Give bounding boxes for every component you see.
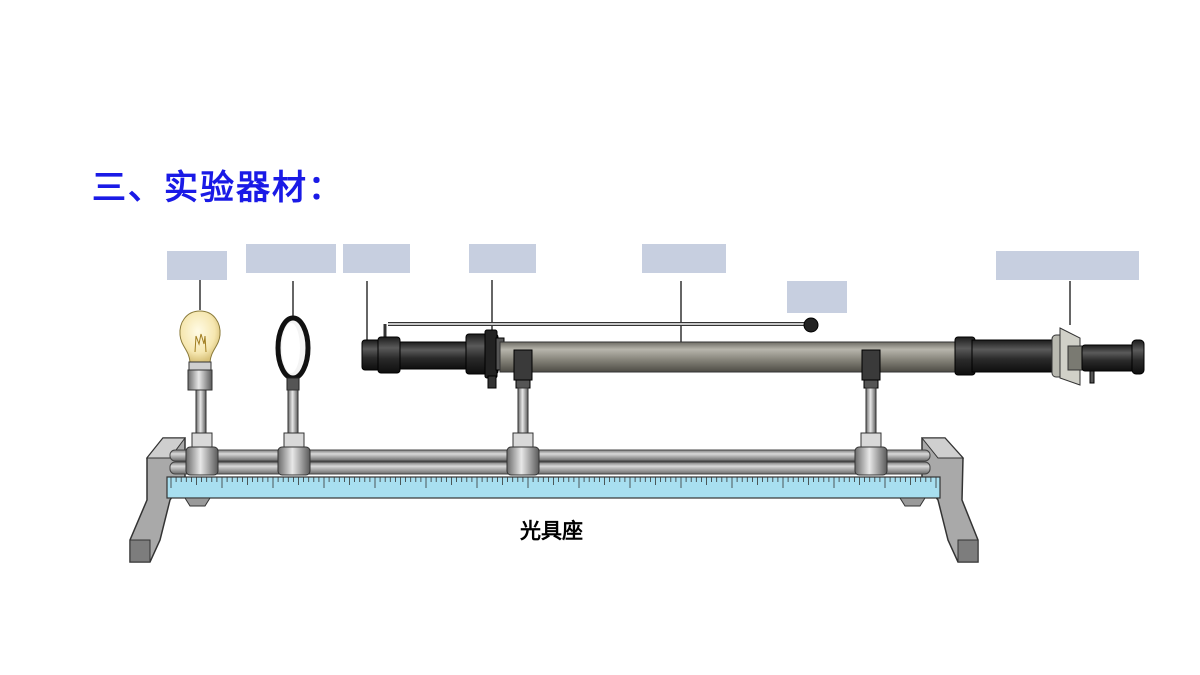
label-box-light-source xyxy=(167,251,227,280)
bench-rails xyxy=(169,449,931,475)
bench-ruler xyxy=(166,476,941,507)
label-box-eyepiece xyxy=(996,251,1139,280)
rider-3 xyxy=(506,432,540,476)
optical-bench-label: 光具座 xyxy=(519,519,583,543)
rail-riders xyxy=(185,432,888,476)
label-box-lens xyxy=(246,244,336,273)
label-box-lever xyxy=(787,281,847,313)
pointer-lines xyxy=(199,280,1071,345)
double-slit-tube-assembly xyxy=(361,317,1145,436)
slide-title: 三、实验器材： xyxy=(92,168,344,208)
label-box-filter xyxy=(343,244,410,273)
rider-1 xyxy=(185,432,219,476)
rider-4 xyxy=(854,432,888,476)
label-box-single-slit xyxy=(469,244,536,273)
rider-2 xyxy=(277,432,311,476)
lever-knob xyxy=(803,317,819,333)
light-bulb xyxy=(179,310,221,436)
label-boxes xyxy=(167,244,1139,313)
label-box-hood-tube xyxy=(642,244,726,273)
convex-lens xyxy=(275,315,311,436)
bench-right-foot xyxy=(920,437,979,563)
